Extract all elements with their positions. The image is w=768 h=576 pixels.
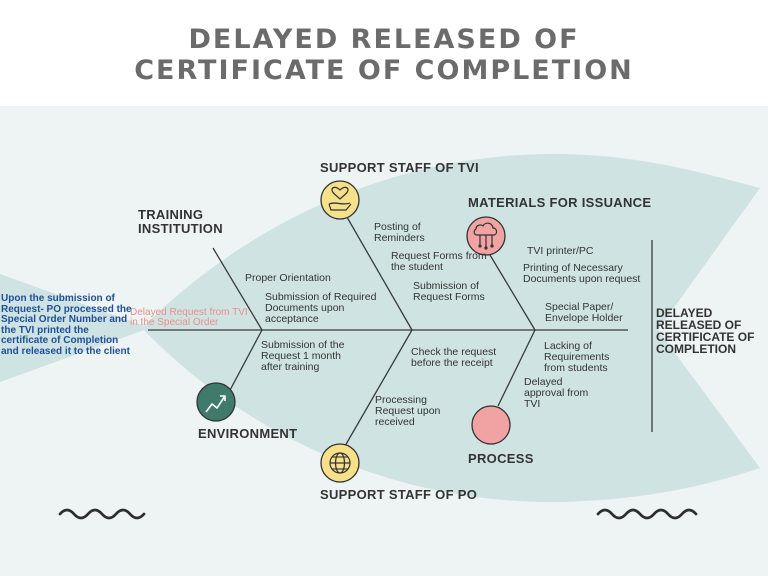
category-support-po: SUPPORT STAFF OF PO [320,487,478,502]
cause-tvi-printer: TVI printer/PC [527,245,594,257]
bone-process [497,329,536,407]
category-training-institution: TRAINING INSTITUTION [138,207,223,236]
page-title-line2: CERTIFICATE OF COMPLETION [134,55,634,86]
effect-label: DELAYED RELEASED OF CERTIFICATE OF COMPL… [656,306,755,356]
cause-posting-reminders: Posting of Reminders [374,221,425,244]
wave-left [58,508,146,520]
category-environment: ENVIRONMENT [198,426,298,441]
category-materials: MATERIALS FOR ISSUANCE [468,195,652,210]
bone-training [212,247,263,331]
circle-icon [471,405,511,445]
wave-right [596,508,698,520]
cloud-network-icon [466,216,506,256]
cause-submission-required-docs: Submission of Required Documents upon ac… [265,291,377,325]
bone-materials [489,254,536,331]
cause-request-forms: Request Forms from the student [391,250,487,273]
cause-proper-orientation: Proper Orientation [245,272,331,284]
cause-delayed-request: Delayed Request from TVI in the Special … [130,307,248,328]
globe-icon [320,443,360,483]
tail-note: Upon the submission of Request- PO proce… [1,293,132,357]
heart-hand-icon [320,180,360,220]
bone-support-tvi [339,204,413,331]
fish-tail [0,274,150,382]
header: DELAYED RELEASED OF CERTIFICATE OF COMPL… [0,0,768,106]
cause-lacking-requirements: Lacking of Requirements from students [544,340,610,374]
cause-submission-request-forms: Submission of Request Forms [413,280,485,303]
bone-environment [228,329,263,393]
cause-processing-request: Processing Request upon received [375,394,441,428]
cause-special-paper: Special Paper/ Envelope Holder [545,301,623,324]
fish-body [142,153,760,503]
category-process: PROCESS [468,451,534,466]
bone-support-po [344,329,413,447]
page-title-line1: DELAYED RELEASED OF [188,24,580,55]
cause-submission-1-month: Submission of the Request 1 month after … [261,339,345,373]
category-support-tvi: SUPPORT STAFF OF TVI [320,160,479,175]
cause-check-request: Check the request before the receipt [411,346,497,369]
cause-delayed-approval: Delayed approval from TVI [524,376,589,410]
trend-chart-icon [196,382,236,422]
cause-printing-documents: Printing of Necessary Documents upon req… [523,262,641,285]
